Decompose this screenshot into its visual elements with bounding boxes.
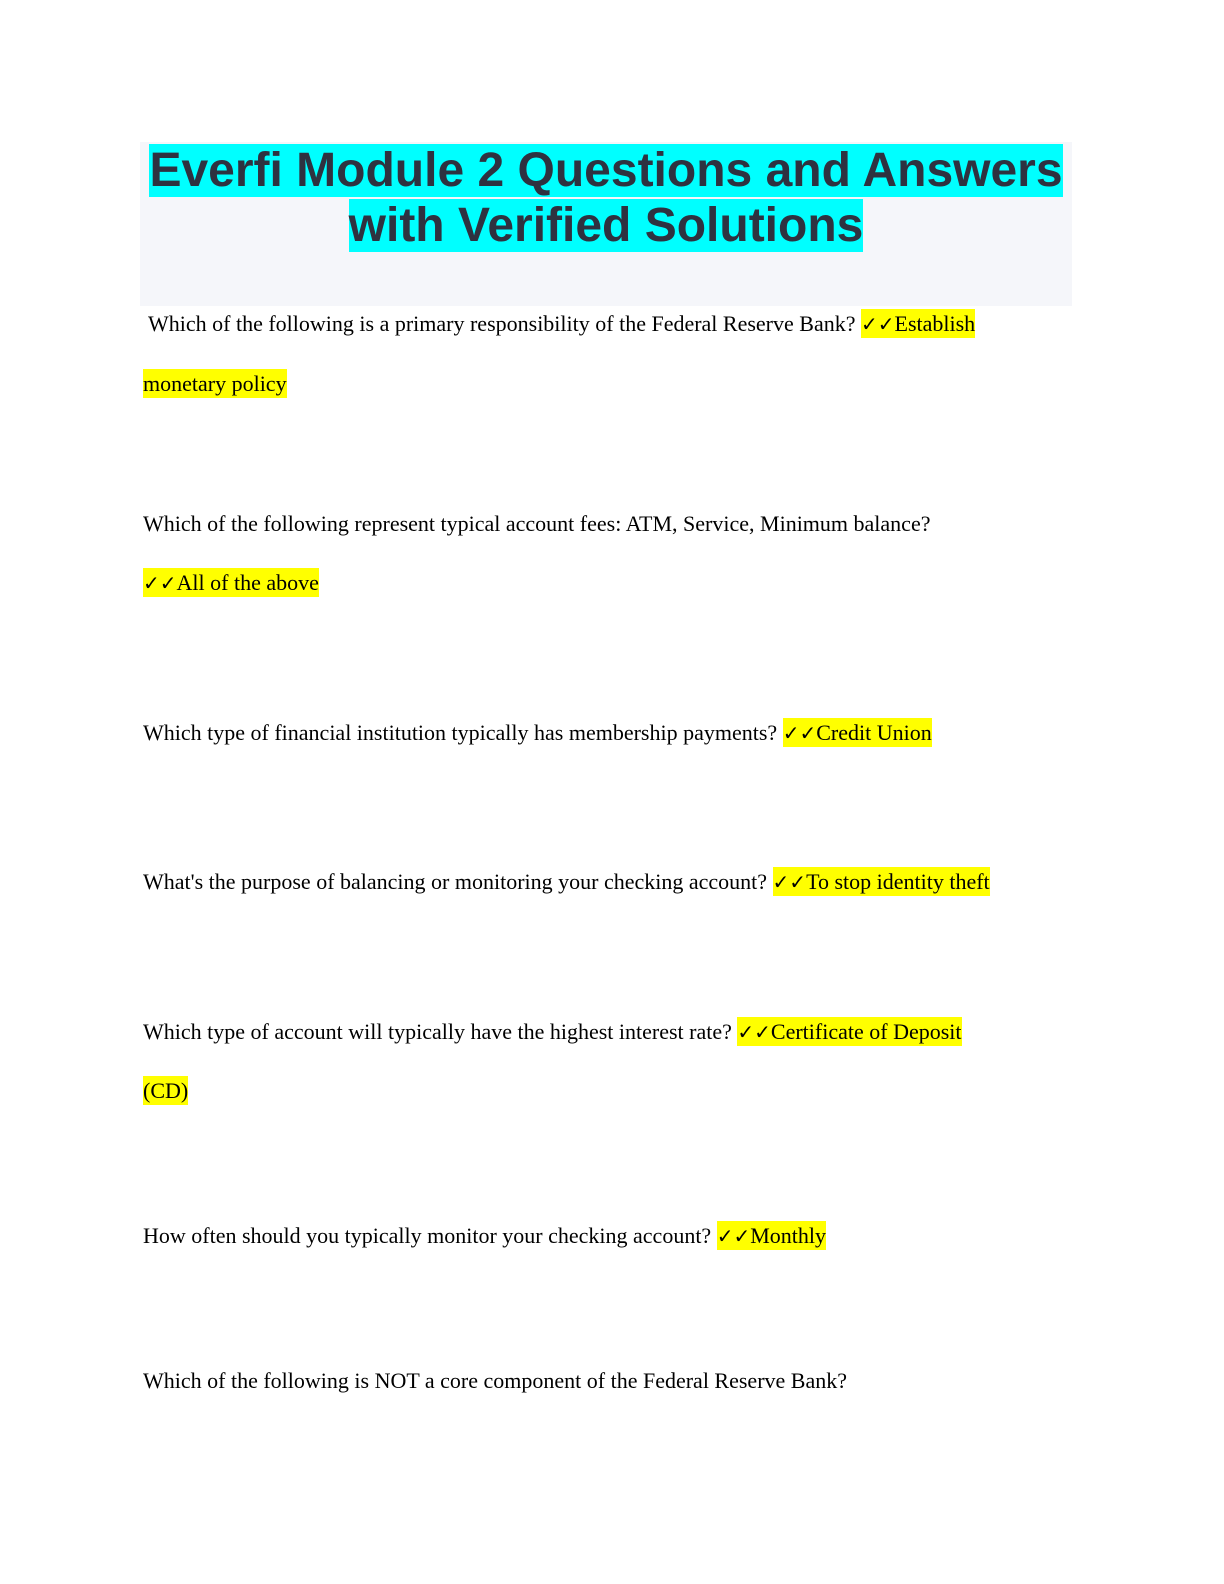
question-3: Which type of financial institution typi… [143,718,932,747]
question-text: Which of the following represent typical… [143,511,931,536]
answer-text: Certificate of Deposit [770,1019,962,1044]
question-1: Which of the following is a primary resp… [148,309,976,338]
question-7: Which of the following is NOT a core com… [143,1367,847,1395]
answer-text: All of the above [176,570,319,595]
question-text: What's the purpose of balancing or monit… [143,869,768,894]
title-line-1: Everfi Module 2 Questions and Answers [149,144,1063,197]
answer-text: monetary policy [143,369,287,398]
question-5: Which type of account will typically hav… [143,1017,962,1046]
question-text: Which type of financial institution typi… [143,720,778,745]
answer-text: (CD) [143,1076,189,1105]
answer-highlight: ✓✓Establish [860,309,976,338]
answer-highlight: ✓✓All of the above [143,568,319,597]
question-2: Which of the following represent typical… [143,510,930,538]
answer-highlight: ✓✓Credit Union [782,718,932,747]
answer-1-continued: monetary policy [143,369,287,398]
check-icon: ✓✓ [860,312,895,336]
check-icon: ✓✓ [782,721,817,745]
title-line-2: with Verified Solutions [348,199,864,252]
question-4: What's the purpose of balancing or monit… [143,867,990,896]
question-text: Which of the following is a primary resp… [148,311,856,336]
answer-text: Monthly [750,1223,827,1248]
answer-5-continued: (CD) [143,1076,189,1105]
check-icon: ✓✓ [143,571,177,595]
answer-text: To stop identity theft [806,869,990,894]
answer-text: Establish [894,311,976,336]
answer-highlight: ✓✓To stop identity theft [772,867,990,896]
question-6: How often should you typically monitor y… [143,1221,827,1250]
check-icon: ✓✓ [772,870,807,894]
answer-highlight: ✓✓Monthly [716,1221,827,1250]
check-icon: ✓✓ [716,1224,751,1248]
question-text: Which of the following is NOT a core com… [143,1368,847,1393]
document-title: Everfi Module 2 Questions and Answers wi… [140,143,1072,253]
answer-2: ✓✓All of the above [143,568,319,597]
check-icon: ✓✓ [737,1020,771,1044]
question-text: Which type of account will typically hav… [143,1019,732,1044]
question-text: How often should you typically monitor y… [143,1223,712,1248]
answer-text: Credit Union [816,720,932,745]
answer-highlight: ✓✓Certificate of Deposit [737,1017,962,1046]
